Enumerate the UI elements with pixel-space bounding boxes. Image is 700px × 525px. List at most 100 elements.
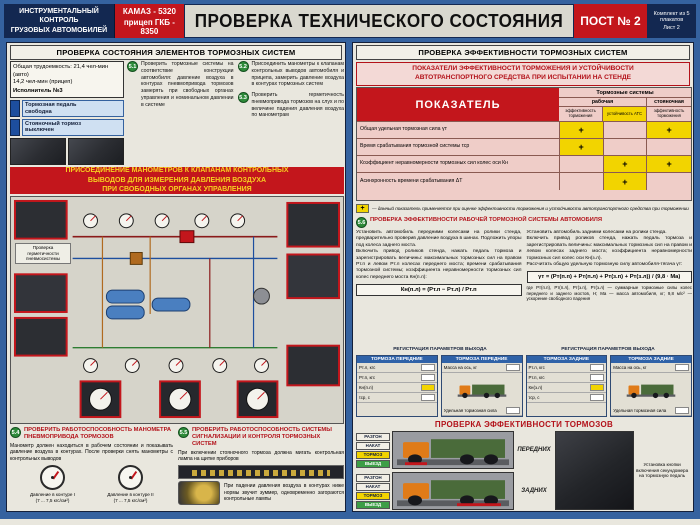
step-text: Проверить тормозные системы на соответст… [141,61,234,108]
row-label: Время срабатывания тормозной системы τср [357,139,560,155]
indicators-table: ПОКАЗАТЕЛЬ Тормозные системы рабочая сто… [356,87,692,201]
front-axle-procedure: Установить автомобиль передними колесами… [356,230,522,302]
front-axle-stand-photo [392,431,514,469]
mini-table-row: Удельная тормозная сила [441,406,522,416]
plus-cell: + [603,173,648,190]
parking-system-label: стояночная [654,99,684,105]
steps-column-1: 5.1 Проверить тормозные системы на соотв… [127,61,234,165]
left-panel-title: ПРОВЕРКА СОСТОЯНИЯ ЭЛЕМЕНТОВ ТОРМОЗНЫХ С… [10,45,342,60]
plus-cell: + [559,122,604,138]
left-photo-row [10,137,124,165]
empty-cell [647,173,691,190]
mini-table-title: ТОРМОЗА ЗАДНИЕ [611,356,691,363]
section-5-5-text-1: При включении стояночного тормоза должна… [178,449,344,463]
step-badge: 5.3 [237,92,249,103]
condition-marker-icon [10,118,20,136]
row-label: Асинхронность времени срабатывания ΔТ [357,173,560,190]
pneumatic-schematic [11,197,343,423]
param-label: Pт.л, кгс [528,365,545,370]
service-system-label: рабочая [559,98,647,106]
vehicle-line1: КАМАЗ - 5320 [122,6,176,16]
total-brake-force-formula: γт = (Pт(п.п) + Pт(п.л) + Pт(з.п) + Pт(з… [526,271,692,284]
empty-cell [604,139,648,155]
gauge-pair: Давление в контуре I (7 ... 7,5 кгс/см²)… [10,465,173,503]
mini-table-front-1: ТОРМОЗА ПЕРЕДНИЕ Pт.л, кгс Pт.п, кгс Кн(… [356,355,438,417]
registration-captions: РЕГИСТРАЦИЯ ПАРАМЕТРОВ ВЫХОДА РЕГИСТРАЦИ… [356,347,692,352]
param-label: Pт.л, кгс [359,365,376,370]
pedal-block: Установка кнопки включения секундомера н… [555,431,692,510]
legend-text: — данный показатель применяется при оцен… [372,205,689,211]
step-badge: 5.5 [178,427,189,438]
value-box [675,364,689,371]
effectiveness-label: эффективность торможения [559,107,603,121]
mini-table-row: Pт.л, кгс [526,363,607,373]
param-label: Масса на ось, кг [443,365,477,370]
registration-caption-front: РЕГИСТРАЦИЯ ПАРАМЕТРОВ ВЫХОДА [393,347,487,352]
condition-1-label: Тормозная педаль свободна [22,100,124,117]
mode-chip: НАКАТ [356,482,390,491]
right-panel-title: ПРОВЕРКА ЭФФЕКТИВНОСТИ ТОРМОЗНЫХ СИСТЕМ [356,45,690,60]
section-5-4-header: 5.4 ПРОВЕРИТЬ РАБОТОСПОСОБНОСТЬ МАНОМЕТР… [10,427,173,441]
left-info-column: Общая трудоемкость: 21,4 чел-мин (авто) … [10,61,124,165]
labor-text: Общая трудоемкость: 21,4 чел-мин (авто) … [13,64,109,86]
indicator-column-header: ПОКАЗАТЕЛЬ [357,88,559,121]
condition-marker-icon [10,100,20,117]
plus-legend-icon: + [356,204,369,213]
footer-strip [0,519,700,525]
dashboard-indicators-photo [178,464,344,479]
param-label: Удельная тормозная сила [613,408,667,413]
vehicle-line2: прицеп ГКБ - 8350 [123,17,175,36]
right-panel: ПРОВЕРКА ЭФФЕКТИВНОСТИ ТОРМОЗНЫХ СИСТЕМ … [352,42,694,512]
mode-chip-exit: ВЫЕЗД [356,459,390,468]
param-label: Масса на ось, кг [613,365,647,370]
gauge-2-caption: Давление в контуре II (7 ... 7,5 кгс/см²… [107,492,154,504]
buzzer-row: При падении давления воздуха в контурах … [178,480,344,505]
section-5-6: 5.6 ПРОВЕРКА ЭФФЕКТИВНОСТИ РАБОЧЕЙ ТОРМО… [356,217,692,345]
rear-procedure-text: Установить автомобиль задними колесами н… [526,230,693,267]
parking-brake-photo [68,137,124,165]
vehicle-badge: КАМАЗ - 5320 прицеп ГКБ - 8350 [113,4,184,38]
step-badge: 5.2 [237,61,249,72]
pressure-gauge-icon [40,465,65,491]
param-label: Pт.п, кгс [528,375,545,380]
mode-chip: РАЗГОН [356,473,390,482]
mode-chip-exit: ВЫЕЗД [356,500,390,509]
left-top-row: Общая трудоемкость: 21,4 чел-мин (авто) … [10,61,344,165]
value-box [420,364,435,371]
mini-table-title: ТОРМОЗА ЗАДНИЕ [526,356,607,363]
step-badge: 5.4 [10,427,21,438]
mini-table-title: ТОРМОЗА ПЕРЕДНИЕ [357,356,437,363]
mini-table-row: Pт.п, кгс [357,373,437,383]
mini-table-row: Масса на ось, кг [611,363,691,373]
steps-block: 5.1 Проверить тормозные системы на соотв… [127,61,344,165]
pedal-button-photo [555,431,634,510]
empty-cell [560,173,604,190]
mode-chip-brake: ТОРМОЗ [356,491,390,500]
step-5-3: 5.3 Проверить герметичность пневмопривод… [237,92,344,119]
gauge-circuit-2: Давление в контуре II (7 ... 7,5 кгс/см²… [96,465,166,503]
value-box [675,407,689,414]
systems-group-label: Тормозные системы [559,88,691,98]
kit-note-line1: Комплект из 5 плакатов [653,11,690,23]
param-label: Кн(п.л) [359,385,374,390]
truck-icon [457,384,506,398]
brakes-effectiveness-title: ПРОВЕРКА ЭФФЕКТИВНОСТИ ТОРМОЗОВ [434,420,614,429]
brake-pedal-photo [10,137,66,165]
value-box [420,394,435,401]
formula-note: где Pт(п.п), Pт(п.л), Pт(з.п), Pт(з.л) —… [526,285,693,302]
row-label: Коэффициент неравномерности тормозных си… [357,156,560,172]
value-box [590,394,605,401]
unevenness-formula: Кн(п.л) = (Pт.п − Pт.л) / Pт.п [356,284,522,296]
header-bar: ИНСТРУМЕНТАЛЬНЫЙ КОНТРОЛЬ ГРУЗОВЫХ АВТОМ… [4,4,696,38]
step-text: Присоединить манометры к клапанам контро… [251,61,345,88]
section-5-4: 5.4 ПРОВЕРИТЬ РАБОТОСПОСОБНОСТЬ МАНОМЕТР… [10,427,173,510]
section-5-5-text-2: При падении давления воздуха в контурах … [224,483,344,503]
stand-test-area: РАЗГОН НАКАТ ТОРМОЗ ВЫЕЗД [356,431,692,510]
table-row: Асинхронность времени срабатывания ΔТ + [357,173,691,190]
truck-pictogram-box [611,373,691,406]
left-panel: ПРОВЕРКА СОСТОЯНИЯ ЭЛЕМЕНТОВ ТОРМОЗНЫХ С… [6,42,346,512]
param-label: τср, с [528,395,540,400]
steps-column-2: 5.2 Присоединить манометры к клапанам ко… [237,61,345,165]
stand-mode-buttons-front: РАЗГОН НАКАТ ТОРМОЗ ВЫЕЗД [356,431,390,469]
